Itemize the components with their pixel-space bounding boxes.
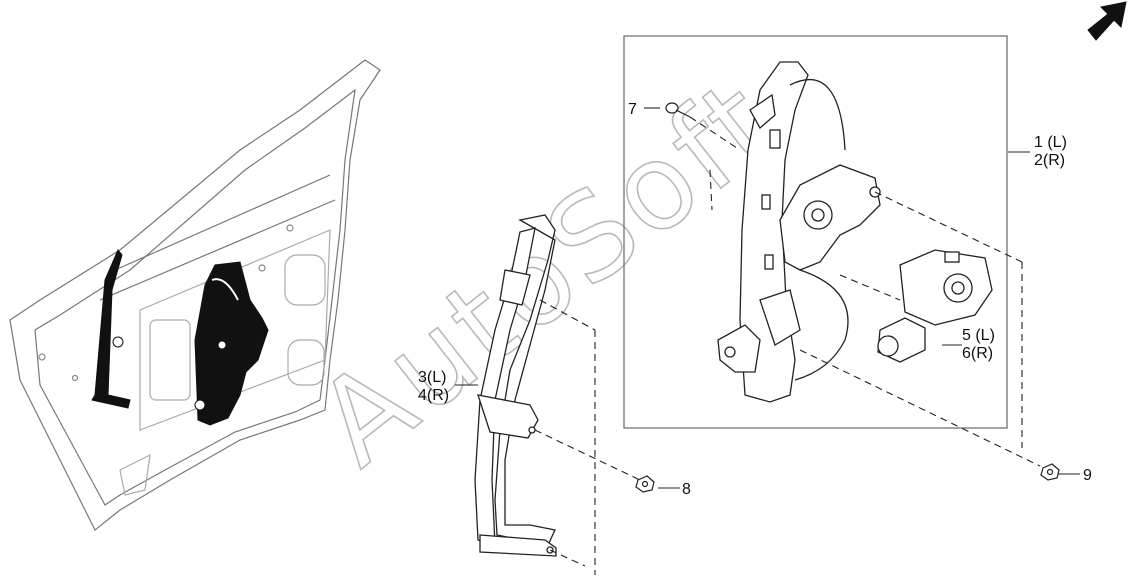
callout-8: 8: [682, 481, 691, 498]
door-panel: [9, 59, 381, 531]
bolt-7: [665, 102, 691, 118]
callout-7: 7: [628, 101, 637, 118]
bolt-8: [635, 475, 655, 493]
svg-text:2(R): 2(R): [1034, 152, 1065, 169]
svg-text:8: 8: [682, 481, 691, 498]
svg-text:6(R): 6(R): [962, 345, 993, 362]
svg-text:4(R): 4(R): [418, 387, 449, 404]
callout-leaders: [455, 107, 1080, 489]
svg-text:7: 7: [628, 101, 637, 118]
bolt-9: [1040, 463, 1060, 481]
alignment-lines: [534, 116, 1041, 575]
callout-1-2: 1 (L) 2(R): [1034, 134, 1067, 169]
door-regulator-highlight: [91, 249, 269, 426]
svg-text:1 (L): 1 (L): [1034, 134, 1067, 151]
window-motor: [877, 249, 993, 363]
assembly-boundary-box: [623, 35, 1008, 429]
callout-9: 9: [1083, 467, 1092, 484]
svg-text:9: 9: [1083, 467, 1092, 484]
callout-5-6: 5 (L) 6(R): [962, 327, 995, 362]
svg-text:5 (L): 5 (L): [962, 327, 995, 344]
svg-text:3(L): 3(L): [418, 369, 446, 386]
glass-guide-rail: [474, 214, 557, 557]
window-regulator-assembly: [717, 61, 881, 403]
arrow-up-right-icon: [1087, 1, 1127, 41]
callout-3-4: 3(L) 4(R): [418, 369, 449, 404]
